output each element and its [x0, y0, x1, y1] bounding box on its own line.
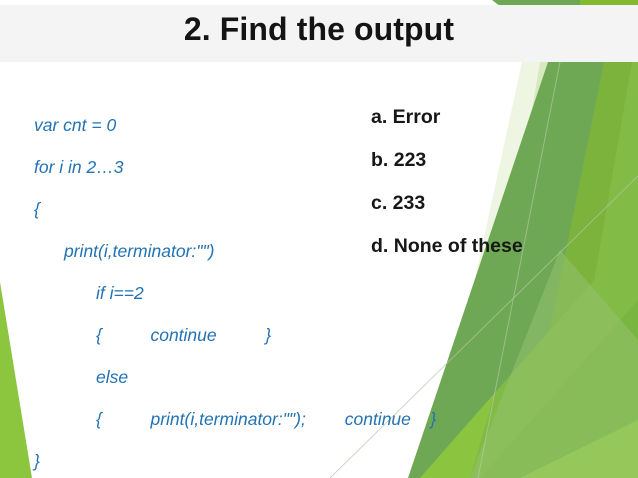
- code-line: }: [34, 451, 40, 471]
- code-line: print(i,terminator:""): [64, 241, 215, 261]
- option-b[interactable]: b. 223: [371, 149, 427, 171]
- code-line: {: [34, 199, 40, 219]
- option-c[interactable]: c. 233: [371, 192, 426, 214]
- title-banner: [0, 5, 638, 62]
- code-listing: var cnt = 0 for i in 2…3 { print(i,termi…: [0, 104, 560, 478]
- code-line: else: [96, 367, 129, 387]
- option-a[interactable]: a. Error: [371, 106, 441, 128]
- code-line: if i==2: [96, 283, 144, 303]
- code-line: { continue }: [96, 325, 272, 345]
- code-line: for i in 2…3: [34, 157, 124, 177]
- answer-options: a. Error b. 223 c. 233 d. None of these: [371, 96, 621, 268]
- page-title: 2. Find the output: [183, 11, 455, 47]
- option-d[interactable]: d. None of these: [371, 235, 523, 257]
- code-line: var cnt = 0: [34, 115, 117, 135]
- code-line: { print(i,terminator:""); continue }: [96, 409, 437, 429]
